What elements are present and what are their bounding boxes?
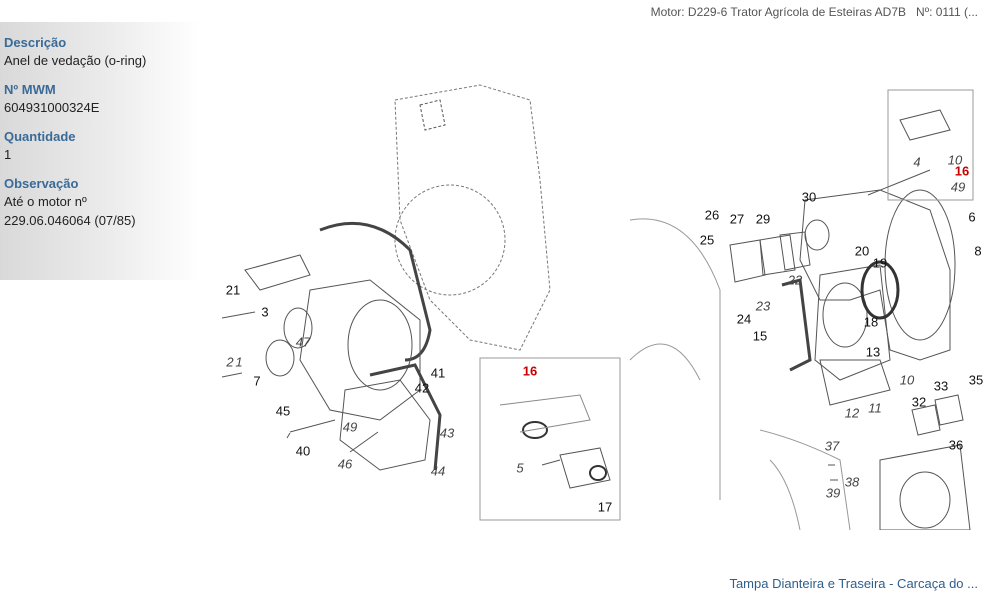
field-quantity: Quantidade 1 (4, 128, 200, 164)
callout-highlighted-part[interactable]: 16 (954, 163, 970, 179)
part-callout[interactable]: 42 (414, 380, 430, 396)
part-callout[interactable]: 43 (439, 425, 455, 441)
observation-value: Até o motor nº 229.06.046064 (07/85) (4, 194, 136, 228)
part-callout[interactable]: 29 (755, 211, 771, 227)
part-callout[interactable]: 7 (253, 373, 261, 389)
part-callout[interactable]: 22 (787, 272, 803, 288)
part-callout[interactable]: 39 (825, 485, 841, 501)
part-callout[interactable]: 25 (699, 232, 715, 248)
part-callout[interactable]: 30 (801, 189, 817, 205)
part-callout[interactable]: 19 (872, 255, 888, 271)
part-callout[interactable]: 36 (948, 437, 964, 453)
part-callout[interactable]: 5 (516, 460, 524, 476)
part-callout[interactable]: 1 (235, 354, 243, 370)
description-value: Anel de vedação (o-ring) (4, 53, 147, 68)
part-callout[interactable]: 20 (854, 243, 870, 259)
part-callout[interactable]: 38 (844, 474, 860, 490)
part-callout[interactable]: 24 (736, 311, 752, 327)
part-callout[interactable]: 11 (868, 400, 882, 416)
part-callout[interactable]: 44 (430, 463, 446, 479)
mwm-number-label: Nº MWM (4, 82, 56, 97)
part-callout[interactable]: 40 (295, 443, 311, 459)
part-callout[interactable]: 32 (911, 394, 927, 410)
diagram-drawing (221, 84, 974, 530)
part-details-panel: Descrição Anel de vedação (o-ring) Nº MW… (0, 22, 200, 280)
callout-highlighted-part[interactable]: 16 (522, 363, 538, 379)
part-callout[interactable]: 15 (752, 328, 768, 344)
part-callout[interactable]: 17 (597, 499, 613, 515)
part-callout[interactable]: 27 (729, 211, 745, 227)
section-link[interactable]: Tampa Dianteira e Traseira - Carcaça do … (729, 576, 978, 591)
part-callout[interactable]: 49 (950, 179, 966, 195)
part-callout[interactable]: 41 (430, 365, 446, 381)
mwm-number-value: 604931000324E (4, 100, 100, 115)
part-callout[interactable]: 6 (968, 209, 976, 225)
part-callout[interactable]: 10 (899, 372, 915, 388)
part-callout[interactable]: 13 (865, 344, 881, 360)
part-callout[interactable]: 23 (755, 298, 771, 314)
field-description: Descrição Anel de vedação (o-ring) (4, 34, 200, 70)
part-callout[interactable]: 21 (225, 282, 241, 298)
part-callout[interactable]: 46 (337, 456, 353, 472)
part-callout[interactable]: 49 (342, 419, 358, 435)
part-callout[interactable]: 4 (913, 154, 921, 170)
part-callout[interactable]: 26 (704, 207, 720, 223)
part-callout[interactable]: 45 (275, 403, 291, 419)
part-callout[interactable]: 35 (968, 372, 984, 388)
quantity-value: 1 (4, 147, 12, 162)
part-callout[interactable]: 47 (295, 334, 311, 350)
description-label: Descrição (4, 35, 67, 50)
part-callout[interactable]: 37 (824, 438, 840, 454)
motor-title: Motor: D229-6 Trator Agrícola de Esteira… (650, 5, 978, 19)
field-observation: Observação Até o motor nº 229.06.046064 … (4, 175, 200, 230)
part-callout[interactable]: 18 (863, 314, 879, 330)
quantity-label: Quantidade (4, 129, 76, 144)
part-callout[interactable]: 33 (933, 378, 949, 394)
part-callout[interactable]: 10 (947, 152, 963, 168)
part-callout[interactable]: 8 (974, 243, 982, 259)
field-mwm-number: Nº MWM 604931000324E (4, 81, 200, 117)
part-callout[interactable]: 3 (261, 304, 269, 320)
observation-label: Observação (4, 176, 79, 191)
part-callout[interactable]: 2 (226, 354, 234, 370)
part-callout[interactable]: 12 (844, 405, 860, 421)
